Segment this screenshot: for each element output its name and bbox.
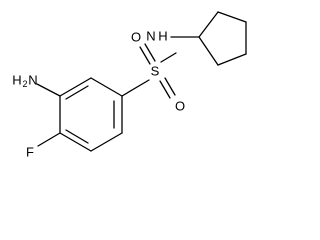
chemical-structure-diagram: S O O N H H 2 N F [12, 11, 247, 160]
fluorine-atom-label: F [26, 145, 34, 160]
cyclopentyl-bond-5 [198, 36, 219, 66]
ring-double-bond-inner-3 [65, 129, 89, 144]
benzene-ring [59, 77, 123, 152]
oxygen-lower-atom-label: O [175, 99, 185, 114]
nitrogen-atom-label: N [146, 29, 155, 44]
amino-subscript-label: 2 [22, 79, 27, 89]
sulfur-atom-label: S [151, 64, 160, 79]
ring-bond-c5-c6 [90, 132, 123, 152]
fluoro-group: F [26, 132, 61, 160]
cyclopentyl-bond-2 [217, 11, 247, 23]
ring-double-bond-inner-1 [65, 85, 89, 100]
bond-sulfur-oxygen-upper-b [144, 43, 156, 62]
ring-bond-c1-c2 [90, 77, 123, 97]
bond-sulfur-oxygen-lower-a [159, 80, 171, 99]
amino-group: H 2 N [12, 73, 61, 97]
oxygen-upper-atom-label: O [131, 30, 141, 45]
amino-h-label: H [12, 73, 21, 88]
ring-bond-c2-c3 [59, 77, 92, 97]
amino-n-label: N [28, 73, 37, 88]
cyclopentyl-bond-4 [217, 53, 247, 66]
cyclopentyl-bond-1 [198, 11, 219, 38]
cyclopentyl-ring [170, 11, 247, 66]
nitrogen-hydrogen-label: H [158, 29, 167, 44]
ring-bond-c4-c5 [59, 132, 92, 152]
bond-sulfur-nitrogen [160, 52, 177, 63]
sulfonamide-group: S O O N H [121, 29, 185, 114]
bond-ring-amino [36, 83, 61, 97]
bond-sulfur-oxygen-lower-b [164, 77, 176, 96]
bond-ring-sulfur [121, 79, 150, 97]
bond-ring-fluorine [37, 132, 61, 147]
bond-sulfur-oxygen-upper-a [139, 46, 151, 65]
